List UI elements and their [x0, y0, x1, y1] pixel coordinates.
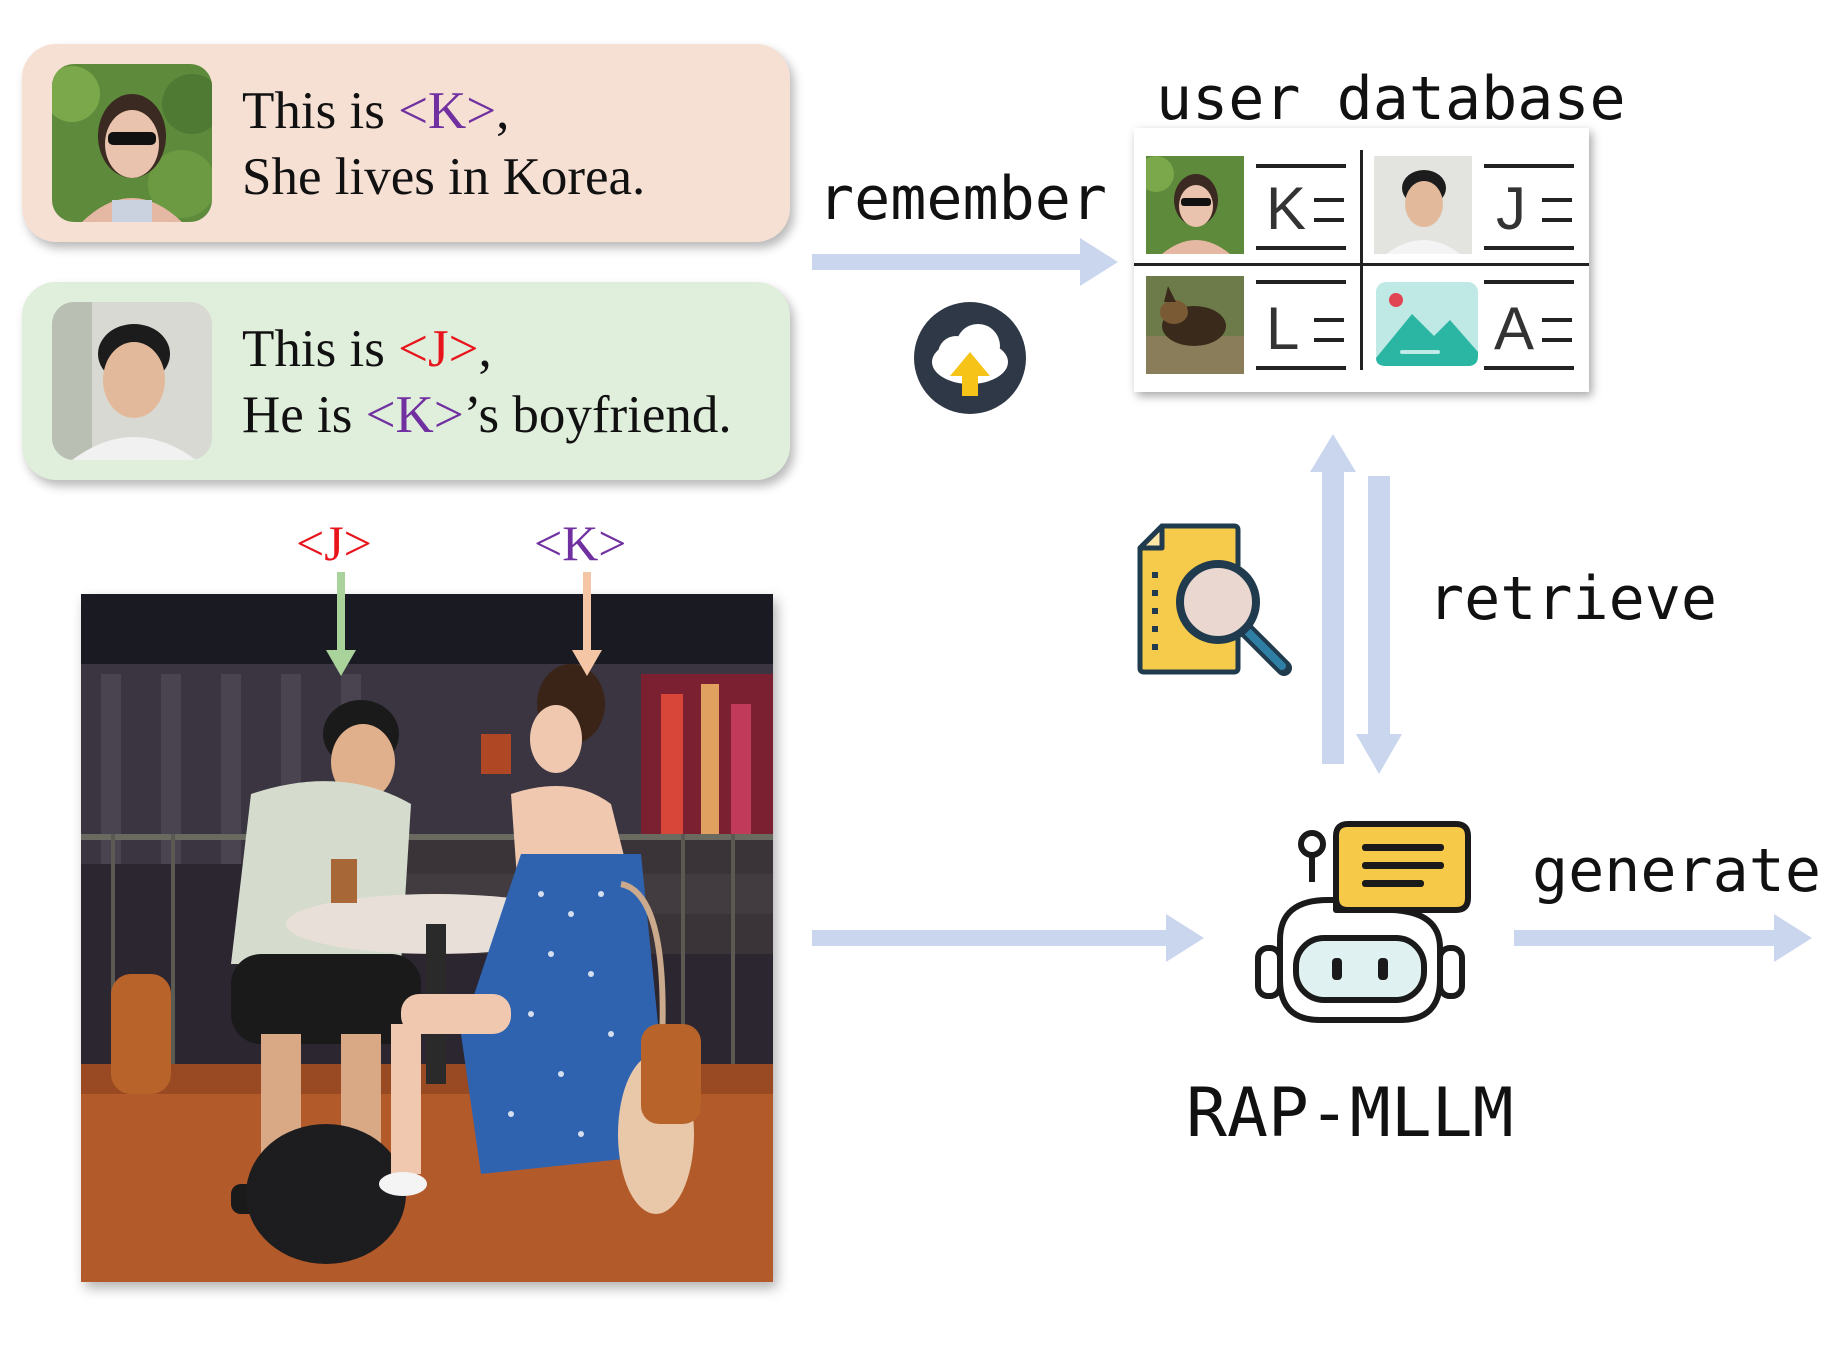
db-entry-j-lines	[1484, 164, 1574, 250]
db-thumb-a-image-icon	[1374, 280, 1480, 368]
pointer-label-j: <J>	[296, 515, 372, 571]
remember-arrow	[812, 238, 1118, 286]
db-entry-k: K	[1266, 175, 1307, 242]
scene-photo	[81, 594, 773, 1282]
description-card-k: This is <K>, She lives in Korea.	[22, 44, 790, 242]
model-label: RAP-MLLM	[1186, 1074, 1514, 1153]
description-card-j: This is <J>, He is <K>’s boyfriend.	[22, 282, 790, 480]
db-thumb-k	[1138, 156, 1244, 254]
db-entry-a-lines	[1484, 280, 1574, 370]
document-search-icon	[1137, 523, 1292, 676]
user-database: K J L	[1134, 128, 1589, 392]
user-database-title: user database	[1156, 64, 1626, 134]
retrieve-arrows	[1310, 434, 1402, 774]
db-entry-k-lines	[1256, 164, 1346, 250]
db-entry-l: L	[1266, 295, 1300, 362]
input-arrow	[812, 914, 1204, 962]
db-entry-a: A	[1494, 295, 1535, 362]
card-k-text: This is <K>, She lives in Korea.	[242, 82, 646, 206]
generate-label: generate	[1532, 836, 1821, 906]
pointer-label-k: <K>	[534, 515, 627, 571]
retrieve-label: retrieve	[1428, 564, 1717, 634]
avatar-k	[52, 64, 212, 222]
db-thumb-l	[1146, 276, 1244, 374]
robot-icon	[1255, 821, 1471, 1023]
generate-arrow	[1514, 914, 1812, 962]
remember-label: remember	[818, 164, 1107, 234]
avatar-j	[52, 302, 212, 460]
db-entry-l-lines	[1256, 280, 1346, 370]
db-entry-j: J	[1496, 175, 1526, 242]
pointer-arrow-k	[572, 572, 602, 676]
pointer-arrow-j	[326, 572, 356, 676]
db-thumb-j	[1374, 156, 1472, 254]
card-j-text: This is <J>, He is <K>’s boyfriend.	[242, 320, 732, 444]
cloud-upload-icon	[914, 302, 1026, 414]
